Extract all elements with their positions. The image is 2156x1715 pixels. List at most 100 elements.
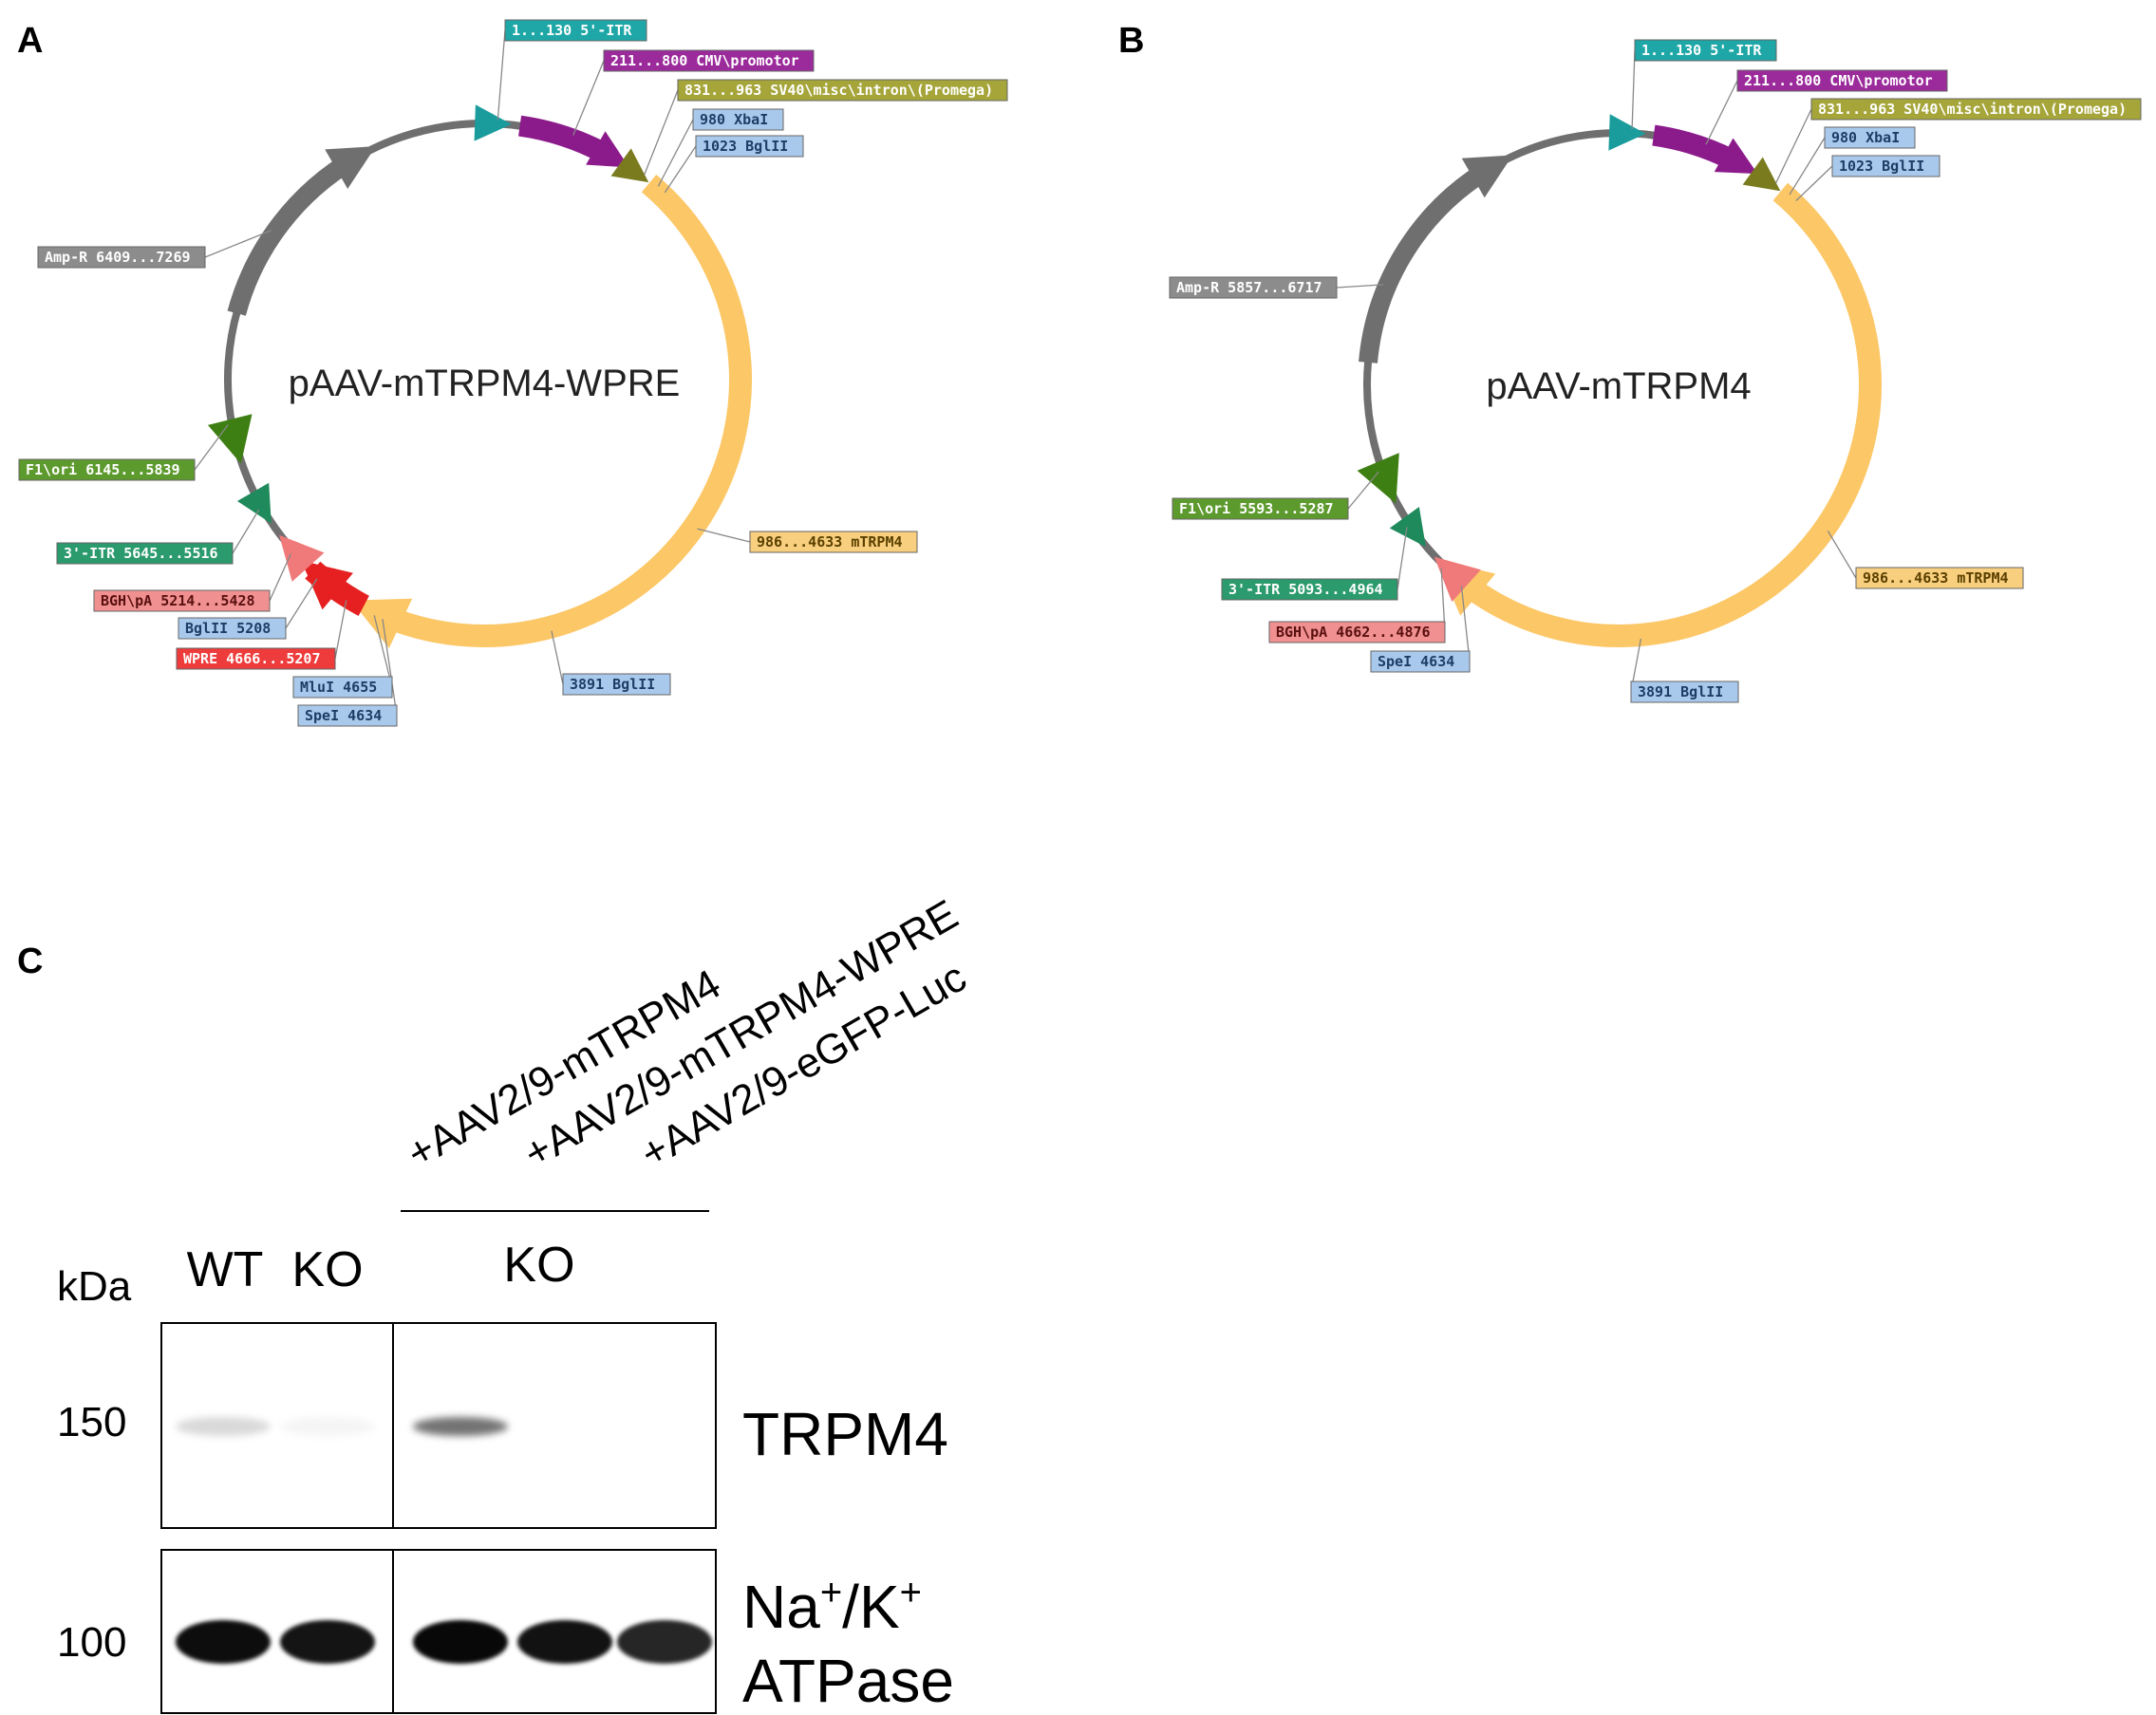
feature-label-box: [1831, 155, 1940, 177]
feature-label-box: [749, 531, 918, 553]
feature-label-9: BGH\pA 4662...4876: [1268, 621, 1446, 643]
panel-letter-a: A: [17, 21, 43, 61]
leader-line: [1631, 49, 1636, 130]
leader-line: [664, 145, 697, 194]
leader-line: [657, 119, 694, 187]
feature-label-text: 1023 BglII: [703, 138, 788, 155]
leader-line: [1397, 527, 1408, 590]
sv40-intron-arrowhead: [1742, 157, 1781, 192]
marker-100: 100: [57, 1619, 126, 1666]
leader-line: [1705, 80, 1738, 145]
itr3-arrowhead: [236, 482, 272, 524]
leader-line: [1795, 165, 1833, 201]
feature-label-text: 1...130 5'-ITR: [1641, 42, 1762, 59]
feature-label-box: [18, 458, 196, 481]
feature-label-box: [1810, 98, 2142, 121]
feature-label-text: Amp-R 5857...6717: [1176, 279, 1322, 296]
feature-label-text: 831...963 SV40\misc\intron\(Promega): [684, 82, 993, 99]
feature-label-7: F1\ori 5593...5287: [1172, 497, 1349, 520]
feature-label-box: [1169, 276, 1338, 299]
leader-line: [497, 29, 506, 121]
panel-letter-b: B: [1118, 21, 1144, 61]
kda-unit-label: kDa: [57, 1263, 132, 1310]
leader-line: [194, 424, 229, 471]
feature-label-1: 211...800 CMV\promotor: [603, 49, 815, 72]
plasmid-a-leader-lines: [194, 29, 751, 717]
mtrpm4-orf-arc: [370, 174, 752, 647]
feature-label-0: 1...130 5'-ITR: [1634, 39, 1777, 62]
f1-ori-arrowhead: [207, 414, 253, 464]
cmv-promoter-arc-arrowhead: [1714, 138, 1758, 175]
feature-label-box: [297, 704, 398, 727]
western-blot: +AAV2/9-mTRPM4 +AAV2/9-mTRPM4-WPRE +AAV2…: [57, 891, 974, 1715]
feature-label-text: WPRE 4666...5207: [183, 650, 321, 667]
feature-label-box: [176, 647, 336, 670]
feature-label-text: SpeI 4634: [1378, 653, 1454, 670]
feature-label-8: 3'-ITR 5645...5516: [56, 542, 234, 565]
bgh-pa-arrowhead: [279, 534, 325, 582]
feature-label-box: [1855, 567, 2024, 589]
blot-band: [280, 1417, 375, 1436]
feature-label-11: WPRE 4666...5207: [176, 647, 336, 670]
feature-label-box: [677, 79, 1008, 102]
feature-label-6: 986...4633 mTRPM4: [1855, 567, 2024, 589]
plasmid-a-name: pAAV-mTRPM4-WPRE: [289, 363, 681, 404]
band-label-trpm4: TRPM4: [742, 1400, 948, 1468]
feature-label-box: [603, 49, 815, 72]
leader-line: [1827, 530, 1857, 579]
leader-line: [382, 619, 398, 717]
leader-line: [551, 630, 564, 685]
leader-line: [373, 615, 393, 688]
cmv-promoter-arc-arrowhead: [586, 131, 629, 168]
feature-label-text: SpeI 4634: [305, 707, 382, 724]
blot-band: [413, 1620, 508, 1664]
amp-r-arc: [1359, 158, 1498, 364]
feature-label-text: BGH\pA 5214...5428: [101, 592, 255, 609]
feature-label-box: [1736, 69, 1948, 92]
itr5-arrowhead: [474, 104, 512, 141]
blot-band: [413, 1417, 508, 1436]
mtrpm4-orf-arc-arrowhead: [350, 598, 413, 648]
feature-label-text: 986...4633 mTRPM4: [1863, 569, 2009, 587]
feature-label-text: 3891 BglII: [1638, 683, 1723, 700]
atpase-bands: [176, 1620, 712, 1664]
feature-label-14: 3891 BglII: [562, 673, 671, 696]
feature-label-1: 211...800 CMV\promotor: [1736, 69, 1948, 92]
leader-line: [644, 89, 679, 176]
feature-label-6: 986...4633 mTRPM4: [749, 531, 918, 553]
band-label-atpase-line2: ATPase: [742, 1647, 954, 1715]
feature-label-box: [56, 542, 234, 565]
wpre-arc-arrowhead: [301, 560, 353, 610]
feature-label-text: F1\ori 6145...5839: [26, 461, 180, 478]
feature-label-text: Amp-R 6409...7269: [45, 249, 191, 266]
plasmid-map-a: pAAV-mTRPM4-WPRE 1...130 5'-ITR211...800…: [18, 19, 1008, 727]
feature-label-text: 3'-ITR 5093...4964: [1228, 581, 1383, 598]
feature-label-text: 831...963 SV40\misc\intron\(Promega): [1818, 101, 2127, 118]
feature-label-4: 1023 BglII: [695, 135, 804, 158]
feature-label-2: 831...963 SV40\misc\intron\(Promega): [1810, 98, 2142, 121]
feature-label-box: [1824, 126, 1916, 149]
plasmid-a-features: [207, 104, 752, 648]
feature-label-text: 3'-ITR 5645...5516: [64, 545, 218, 562]
group-label-ko: KO: [291, 1242, 363, 1297]
feature-label-2: 831...963 SV40\misc\intron\(Promega): [677, 79, 1008, 102]
feature-label-3: 980 XbaI: [1824, 126, 1916, 149]
f1-ori-arrowhead: [1357, 453, 1399, 504]
amp-r-arc-arrowhead: [1461, 155, 1513, 198]
blot-band: [176, 1417, 271, 1436]
leader-line: [572, 60, 605, 136]
marker-150: 150: [57, 1399, 126, 1445]
feature-label-7: F1\ori 6145...5839: [18, 458, 196, 481]
leader-line: [1336, 284, 1384, 289]
itr3-arrowhead: [1389, 506, 1426, 548]
feature-label-12: MluI 4655: [292, 676, 393, 699]
feature-label-box: [1221, 578, 1398, 601]
trpm4-bands: [176, 1417, 508, 1436]
leader-line: [697, 528, 751, 543]
leader-line: [1347, 471, 1379, 510]
feature-label-box: [695, 135, 804, 158]
feature-label-text: 211...800 CMV\promotor: [1744, 72, 1933, 89]
feature-label-box: [1634, 39, 1777, 62]
feature-label-box: [1370, 650, 1471, 673]
